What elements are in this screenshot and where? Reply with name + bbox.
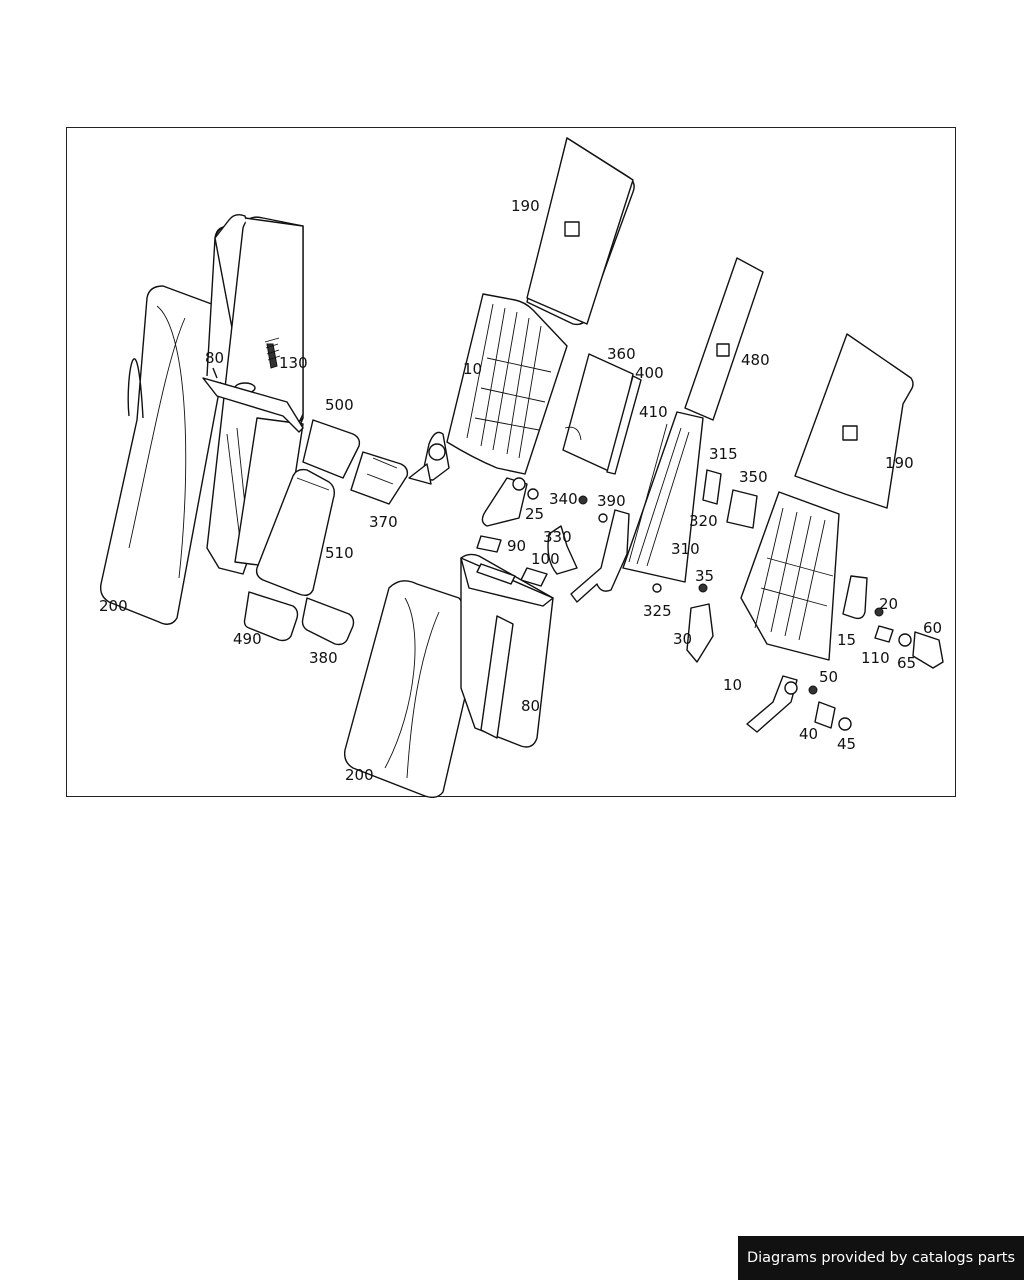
bracket-330 <box>547 525 578 575</box>
bracket-40 <box>814 701 836 729</box>
callout-label: 340 <box>549 490 578 508</box>
callout-label: 45 <box>837 735 856 753</box>
callout-label: 350 <box>739 468 768 486</box>
bolt-340 <box>578 495 588 505</box>
trim-panel-500 <box>302 419 361 479</box>
callout-label: 200 <box>345 766 374 784</box>
washer-325 <box>652 583 662 593</box>
callout-layer: 190 130 80 10 360 400 410 480 500 370 31… <box>99 197 942 784</box>
armrest-510 <box>255 468 336 597</box>
callout-label: 390 <box>597 492 626 510</box>
exploded-seat-diagram <box>99 137 944 798</box>
callout-label: 500 <box>325 396 354 414</box>
bracket-30 <box>686 603 714 663</box>
callout-label: 310 <box>671 540 700 558</box>
callout-label: 90 <box>507 537 526 555</box>
backrest-cover-lower <box>343 580 482 798</box>
callout-label: 80 <box>205 349 224 367</box>
bracket-315 <box>702 469 722 505</box>
diagram-credit-banner: Diagrams provided by catalogs parts <box>738 1236 1024 1280</box>
screw-130 <box>266 343 278 369</box>
nut-390 <box>598 513 608 523</box>
backrest-frame-center <box>446 293 568 475</box>
diagram-credit-text: Diagrams provided by catalogs parts <box>746 1250 1016 1266</box>
callout-label: 190 <box>511 197 540 215</box>
callout-label: 25 <box>525 505 544 523</box>
callout-label: 20 <box>879 595 898 613</box>
callout-label: 10 <box>723 676 742 694</box>
clip-25 <box>527 488 539 500</box>
backrest-frame-right-center <box>622 411 704 583</box>
nut-45 <box>838 717 852 731</box>
callout-label: 315 <box>709 445 738 463</box>
callout-label: 130 <box>279 354 308 372</box>
callout-label: 380 <box>309 649 338 667</box>
part-380 <box>301 597 355 646</box>
callout-label: 15 <box>837 631 856 649</box>
callout-label: 50 <box>819 668 838 686</box>
callout-label: 360 <box>607 345 636 363</box>
callout-label: 30 <box>673 630 692 648</box>
callout-label: 320 <box>689 512 718 530</box>
bracket-100 <box>520 567 548 587</box>
callout-label: 110 <box>861 649 890 667</box>
callout-label: 325 <box>643 602 672 620</box>
bolt-50 <box>808 685 818 695</box>
callout-label: 510 <box>325 544 354 562</box>
backrest-cover-left <box>99 285 231 625</box>
bracket-90 <box>476 535 502 553</box>
clip-110 <box>874 625 894 643</box>
callout-label: 370 <box>369 513 398 531</box>
callout-label: 80 <box>521 697 540 715</box>
rear-panel-480 <box>684 257 764 421</box>
callout-label: 480 <box>741 351 770 369</box>
callout-label: 200 <box>99 597 128 615</box>
callout-label: 10 <box>463 360 482 378</box>
washer-65 <box>898 633 912 647</box>
callout-label: 190 <box>885 454 914 472</box>
callout-label: 490 <box>233 630 262 648</box>
rear-panel-190-right <box>794 333 914 509</box>
hinge-310 <box>570 509 630 603</box>
callout-label: 35 <box>695 567 714 585</box>
callout-label: 65 <box>897 654 916 672</box>
screw-35 <box>698 583 708 593</box>
callout-label: 400 <box>635 364 664 382</box>
part-490 <box>243 591 299 642</box>
screw-20 <box>874 607 884 617</box>
callout-label: 60 <box>923 619 942 637</box>
trim-panel-370 <box>350 451 409 505</box>
callout-label: 40 <box>799 725 818 743</box>
callout-label: 410 <box>639 403 668 421</box>
backrest-frame-right <box>740 491 840 661</box>
plate-60 <box>912 631 944 669</box>
strip-400 <box>606 375 642 475</box>
latch-15 <box>842 575 868 620</box>
callout-label: 330 <box>543 528 572 546</box>
panel-350 <box>726 489 758 529</box>
parts-diagram-frame: 190 130 80 10 360 400 410 480 500 370 31… <box>66 127 956 798</box>
callout-label: 100 <box>531 550 560 568</box>
